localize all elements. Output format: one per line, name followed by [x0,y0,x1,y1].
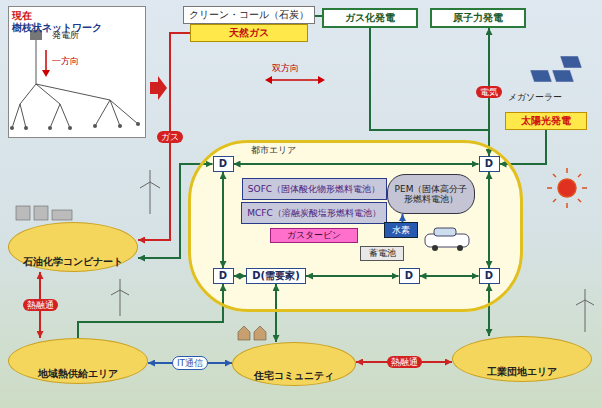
node-d: D [213,156,234,172]
car [425,228,469,251]
connector [234,275,247,277]
connector [275,284,277,342]
connector [234,163,479,165]
node-text: 原子力発電 [453,12,503,24]
storage-box: 蓄電池 [360,246,404,261]
plant-box: ガス化発電 [322,8,418,28]
node-text: MCFC（溶融炭酸塩形燃料電池） [247,208,381,218]
node-text: D [485,270,493,282]
node-d: D [479,268,500,284]
solar-box: 太陽光発電 [505,112,587,130]
connector [488,284,490,336]
fuel-cell-box: SOFC（固体酸化物形燃料電池） [242,178,387,200]
node-text: 水素 [392,225,410,235]
connector [138,164,213,258]
annotation-label: 発電所 [52,30,79,41]
node-text: 地域熱供給エリア [38,368,118,380]
area-oval: 地域熱供給エリア [8,338,148,384]
sun [547,168,587,208]
edge-label: ガス [157,131,183,143]
node-text: D [485,158,493,170]
annotation-label: 一方向 [52,56,79,67]
annotation-label: 双方向 [272,63,299,74]
fuel-cell-box: MCFC（溶融炭酸塩形燃料電池） [241,202,387,224]
node-text: ガスタービン [287,230,341,240]
source-box: クリーン・コール（石炭） [183,6,315,24]
one-way-arrow [42,50,50,77]
node-text: 天然ガス [229,27,269,39]
city-area: 都市エリア D D SOFC（固体酸化物形燃料電池） MCFC（溶融炭酸塩形燃料電池） ガ… [188,140,523,312]
edge-label: 熱融通 [23,299,58,311]
node-text: D [405,270,413,282]
city-ground [188,140,523,312]
node-text: クリーン・コール（石炭） [189,9,309,21]
connector [315,15,322,17]
node-d: D [479,156,500,172]
node-d: D [213,268,234,284]
node-text: 住宅コミュニティ [254,370,334,382]
source-box: 天然ガス [190,24,308,42]
hydrogen-box: 水素 [384,222,418,238]
connector [500,130,547,164]
area-oval: 住宅コミュニティ [232,342,356,386]
node-d: D [399,268,420,284]
connector [222,172,224,268]
node-d: D(需要家) [246,268,306,284]
tree-network [12,40,138,128]
two-way-arrow [265,76,325,84]
fuel-cell-cloud: PEM（固体高分子形燃料電池） [387,174,475,214]
area-oval: 石油化学コンビナート [8,222,138,272]
edge-label: 電気 [476,86,502,98]
annotation-label: メガソーラー [508,92,562,103]
solar-panels [530,56,582,82]
network-panel: 現在樹枝状ネットワーク [8,6,146,138]
connector [370,28,489,172]
connector [306,275,399,277]
node-text: SOFC（固体酸化物形燃料電池） [248,184,380,194]
houses [238,326,266,340]
area-oval: 工業団地エリア [452,336,592,382]
tree-panel [8,6,146,138]
node-text: 石油化学コンビナート [23,256,123,268]
edge-label: 熱融通 [387,356,422,368]
node-text: 工業団地エリア [487,366,557,378]
turbine-box: ガスタービン [270,228,358,243]
node-text: D [219,158,227,170]
tree-ends [10,122,140,130]
edge-label: IT通信 [172,356,208,370]
node-text: D(需要家) [252,270,299,282]
connector [402,214,404,222]
tanks [16,206,72,220]
node-text: 現在 [12,10,32,22]
node-text: 蓄電池 [369,248,396,258]
node-text: PEM（固体高分子形燃料電池） [392,184,470,205]
node-text: ガス化発電 [345,12,395,24]
node-text: D [219,270,227,282]
connector [488,172,490,268]
node-text: 都市エリア [251,145,296,155]
plant-box: 原子力発電 [430,8,526,28]
node-text: 太陽光発電 [521,115,571,127]
transition-arrow [150,76,167,100]
connector [420,275,479,277]
